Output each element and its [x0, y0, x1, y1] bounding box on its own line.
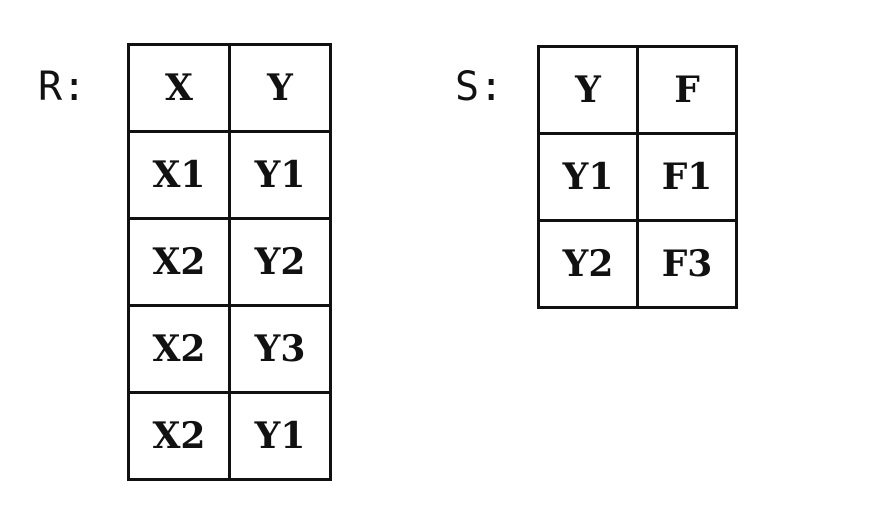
table-row: X2 Y3 [127, 304, 332, 394]
table-row: Y1 F1 [537, 132, 738, 222]
table-cell: X2 [127, 304, 231, 394]
relation-s-table: Y F Y1 F1 Y2 F3 [537, 45, 738, 309]
table-row: X2 Y2 [127, 217, 332, 307]
table-cell: Y2 [228, 217, 332, 307]
table-row: X1 Y1 [127, 130, 332, 220]
table-cell: X2 [127, 217, 231, 307]
table-cell: F1 [636, 132, 738, 222]
relation-r-label: R: [38, 64, 87, 110]
table-header-row: X Y [127, 43, 332, 133]
table-row: X2 Y1 [127, 391, 332, 481]
table-cell: Y3 [228, 304, 332, 394]
column-header: Y [537, 45, 639, 135]
table-row: Y2 F3 [537, 219, 738, 309]
relation-s-label: S: [455, 64, 504, 110]
table-cell: Y1 [228, 130, 332, 220]
table-cell: Y1 [228, 391, 332, 481]
column-header: X [127, 43, 231, 133]
table-cell: F3 [636, 219, 738, 309]
table-cell: X1 [127, 130, 231, 220]
table-header-row: Y F [537, 45, 738, 135]
column-header: F [636, 45, 738, 135]
column-header: Y [228, 43, 332, 133]
relation-r-table: X Y X1 Y1 X2 Y2 X2 Y3 X2 Y1 [127, 43, 332, 481]
table-cell: Y2 [537, 219, 639, 309]
table-cell: Y1 [537, 132, 639, 222]
table-cell: X2 [127, 391, 231, 481]
